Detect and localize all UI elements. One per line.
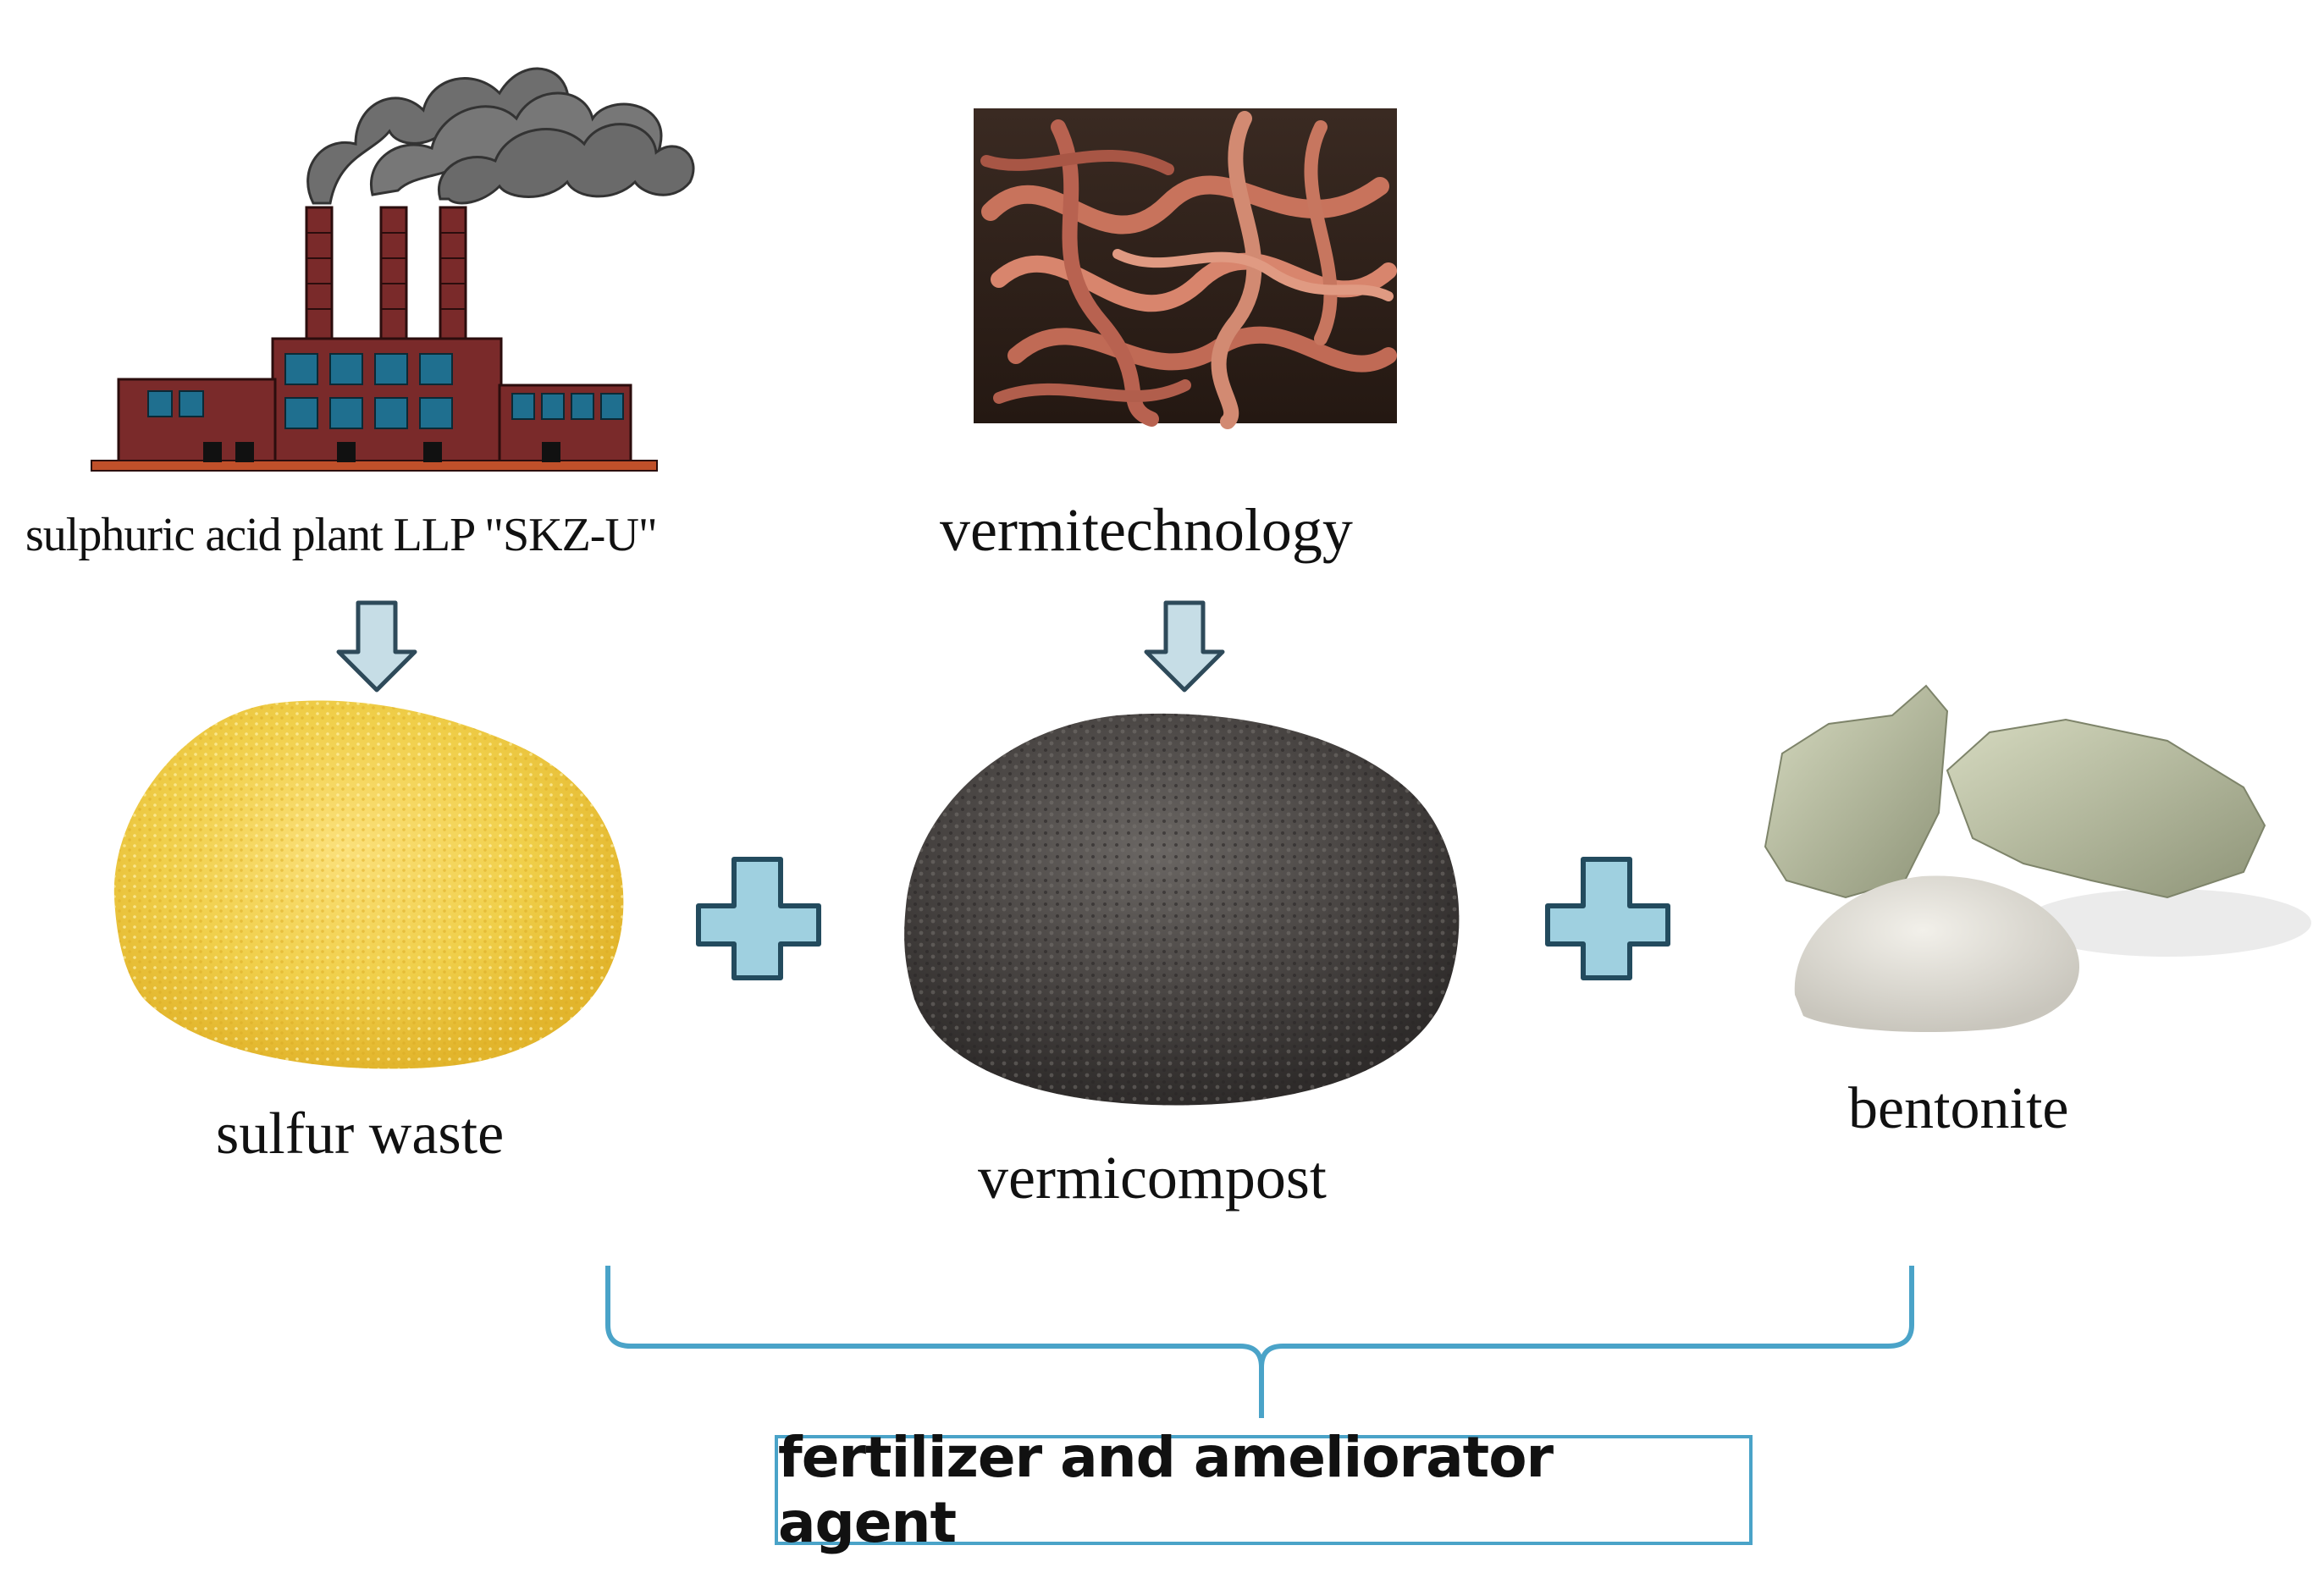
result-label: fertilizer and ameliorator agent <box>778 1425 1554 1555</box>
sulfur-waste-label: sulfur waste <box>216 1101 505 1167</box>
factory-icon <box>91 67 695 472</box>
vermicompost-label: vermicompost <box>978 1144 1327 1211</box>
bracket <box>605 1266 1914 1418</box>
worms-photo <box>974 108 1397 429</box>
plant-label: sulphuric acid plant LLP "SKZ-U" <box>25 509 658 561</box>
down-arrow-icon <box>336 600 417 693</box>
result-box: fertilizer and ameliorator agent <box>775 1425 1753 1555</box>
compost-pile-image <box>904 713 1460 1106</box>
plus-icon <box>696 857 821 980</box>
down-arrow-icon <box>1144 600 1225 693</box>
plus-icon <box>1545 857 1670 980</box>
vermitechnology-label: vermitechnology <box>940 496 1353 564</box>
bentonite-label: bentonite <box>1848 1076 2069 1141</box>
bentonite-image <box>1764 684 2311 1033</box>
sulfur-pile-image <box>113 700 624 1069</box>
